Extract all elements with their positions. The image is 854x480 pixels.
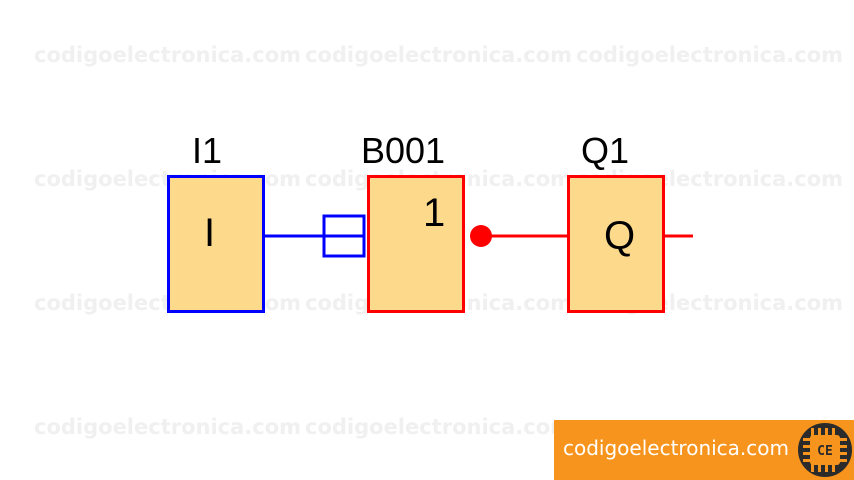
input-block-tag: I1 [192,130,223,171]
input-block: I [167,175,265,313]
chip-logo-icon: CE [798,423,852,477]
watermark-text: codigoelectronica.com [34,43,302,67]
watermark-text: codigoelectronica.com [34,415,302,439]
watermark-text: codigoelectronica.com [305,415,573,439]
watermark-text: codigoelectronica.com [305,43,573,67]
logic-block-symbol: 1 [423,191,446,235]
output-block: Q [567,175,665,313]
brand-banner-text: codigoelectronica.com [563,436,789,460]
logo-text: CE [817,444,833,459]
logic-block: 1 [367,175,465,313]
output-block-symbol: Q [604,214,636,258]
watermark-text: codigoelectronica.com [576,43,844,67]
logic-block-tag: B001 [361,130,446,171]
output-node-dot [470,225,492,247]
output-block-tag: Q1 [581,130,630,171]
brand-banner[interactable]: codigoelectronica.com CE [554,420,854,480]
input-block-symbol: I [204,211,216,255]
